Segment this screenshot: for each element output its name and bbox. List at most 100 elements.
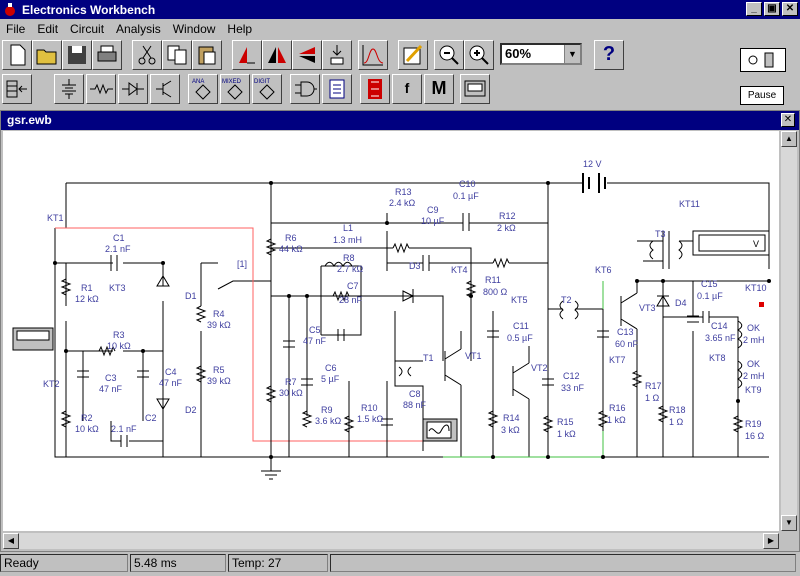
r19-symbol: [732, 415, 744, 433]
misc-m-label: M: [431, 78, 447, 98]
graph-icon: [362, 45, 384, 66]
menu-analysis[interactable]: Analysis: [116, 21, 161, 36]
help-button[interactable]: ?: [594, 40, 624, 70]
label-r5-value: 39 kΩ: [207, 376, 231, 386]
circuit-canvas[interactable]: V 12 V KT1 KT2 KT3: [3, 131, 779, 531]
label-c10: C10: [459, 179, 476, 189]
seven-segment-icon: [368, 79, 382, 99]
favorites-bin-button[interactable]: [2, 74, 32, 104]
scroll-down-icon[interactable]: ▼: [781, 515, 797, 531]
label-c9: C9: [427, 205, 439, 215]
horizontal-scrollbar[interactable]: ◀ ▶: [3, 533, 779, 549]
analysis-graphs-button[interactable]: [358, 40, 388, 70]
label-kt10: KT10: [745, 283, 767, 293]
parts-toolbar: ANA MIXED DIGIT f M: [0, 74, 800, 110]
label-vt1: VT1: [465, 351, 482, 361]
r1-symbol: [60, 278, 72, 296]
label-c9-value: 10 µF: [421, 216, 445, 226]
scissors-icon: [138, 45, 156, 65]
document-close-button[interactable]: ✕: [781, 113, 795, 127]
instruments-bin-button[interactable]: [460, 74, 490, 104]
label-r2-value: 10 kΩ: [75, 424, 99, 434]
instruments-icon: [464, 80, 486, 97]
status-empty: [330, 554, 796, 572]
menu-file[interactable]: File: [6, 21, 26, 36]
zoom-out-button[interactable]: [434, 40, 464, 70]
power-switch-icon: [748, 52, 774, 68]
menu-edit[interactable]: Edit: [37, 21, 59, 36]
dropdown-arrow-icon[interactable]: ▼: [564, 45, 580, 63]
diodes-bin-button[interactable]: [118, 74, 148, 104]
transistors-bin-button[interactable]: [150, 74, 180, 104]
restore-button[interactable]: ▣: [764, 2, 780, 16]
scroll-left-icon[interactable]: ◀: [3, 533, 19, 549]
component-properties-icon: [330, 45, 344, 65]
r2-symbol: [60, 410, 72, 428]
flip-horizontal-button[interactable]: [262, 40, 292, 70]
basic-bin-button[interactable]: [86, 74, 116, 104]
vertical-scrollbar[interactable]: ▲ ▼: [781, 131, 797, 531]
r3-symbol: [98, 345, 116, 357]
menu-window[interactable]: Window: [172, 21, 216, 36]
menu-circuit[interactable]: Circuit: [70, 21, 105, 36]
zoom-in-button[interactable]: [464, 40, 494, 70]
c1-symbol: [110, 255, 118, 271]
t2-transformer: [548, 300, 603, 320]
r9-symbol: [301, 410, 313, 428]
print-button[interactable]: [92, 40, 122, 70]
controls-bin-button[interactable]: f: [392, 74, 422, 104]
component-properties-button[interactable]: [322, 40, 352, 70]
label-c3-value: 47 nF: [99, 384, 123, 394]
label-c13-value: 60 nF: [615, 339, 639, 349]
vt1-transistor: [444, 331, 462, 457]
new-button[interactable]: [2, 40, 32, 70]
c10-path: [387, 213, 548, 231]
label-kt5: KT5: [511, 295, 528, 305]
indicators-bin-button[interactable]: [360, 74, 390, 104]
zoom-select[interactable]: 60%▼: [500, 43, 582, 65]
power-switch[interactable]: [740, 48, 786, 72]
paste-icon: [198, 46, 216, 65]
label-c3: C3: [105, 373, 117, 383]
analog-ics-bin-button[interactable]: ANA: [188, 74, 218, 104]
logic-gates-bin-button[interactable]: [290, 74, 320, 104]
label-r5: R5: [213, 365, 225, 375]
label-r17: R17: [645, 381, 662, 391]
label-r14-value: 3 kΩ: [501, 425, 520, 435]
status-ready: Ready: [0, 554, 128, 572]
document-title: gsr.ewb: [1, 111, 799, 130]
label-r9-value: 3.6 kΩ: [315, 416, 342, 426]
label-c5-value: 47 nF: [303, 336, 327, 346]
minimize-button[interactable]: _: [746, 2, 762, 16]
mixed-ics-bin-button[interactable]: MIXED: [220, 74, 250, 104]
rotate-button[interactable]: [232, 40, 262, 70]
open-button[interactable]: [32, 40, 62, 70]
scroll-right-icon[interactable]: ▶: [763, 533, 779, 549]
label-l1-value: 1.3 mH: [333, 235, 362, 245]
paste-button[interactable]: [192, 40, 222, 70]
pause-button[interactable]: Pause: [740, 86, 784, 105]
flip-vertical-button[interactable]: [292, 40, 322, 70]
miscellaneous-bin-button[interactable]: M: [424, 74, 454, 104]
vt2-transistor: [512, 346, 530, 457]
label-t1: T1: [423, 353, 434, 363]
r11-symbol: [465, 280, 477, 298]
copy-button[interactable]: [162, 40, 192, 70]
description-button[interactable]: [398, 40, 428, 70]
close-button[interactable]: ✕: [782, 2, 798, 16]
r12-path: [492, 257, 548, 269]
label-c6-value: 5 µF: [321, 374, 340, 384]
digital-ics-bin-button[interactable]: DIGIT: [252, 74, 282, 104]
d3-path: [361, 289, 444, 361]
caps-left: [77, 370, 149, 447]
status-temp: Temp: 27: [228, 554, 328, 572]
digital-bin-button[interactable]: [322, 74, 352, 104]
cut-button[interactable]: [132, 40, 162, 70]
sources-bin-button[interactable]: [54, 74, 84, 104]
oscilloscope-screen: [426, 421, 452, 439]
scroll-up-icon[interactable]: ▲: [781, 131, 797, 147]
menu-help[interactable]: Help: [227, 21, 253, 36]
printer-icon: [97, 45, 117, 62]
save-button[interactable]: [62, 40, 92, 70]
label-r7: R7: [285, 377, 297, 387]
